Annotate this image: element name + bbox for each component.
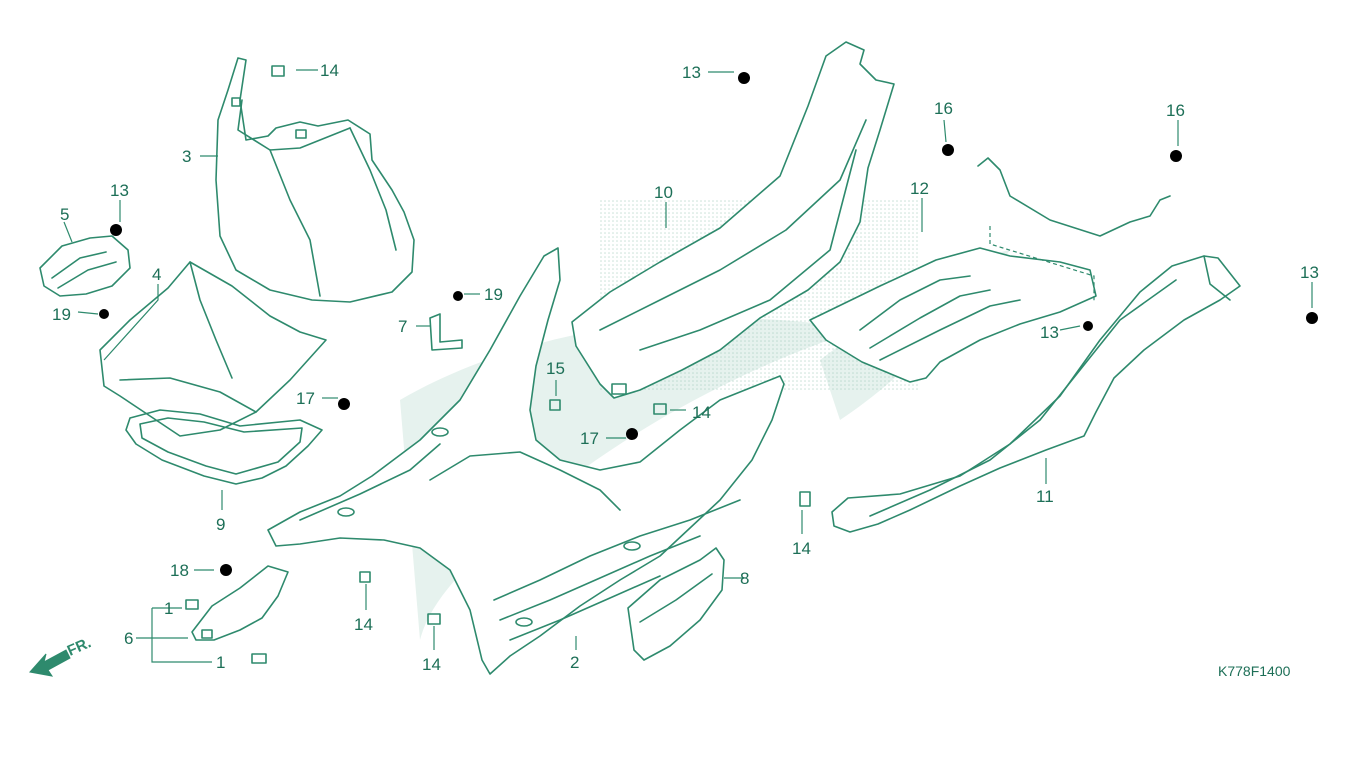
side-body-cover-11: [831, 255, 1241, 533]
small-lid-8: [627, 547, 725, 661]
callout-5: 5: [60, 205, 69, 224]
callout-4: 4: [152, 265, 161, 284]
callout-18: 18: [170, 561, 189, 580]
callout-9: 9: [216, 515, 225, 534]
small-cover: [39, 235, 131, 297]
floor-step-12: [809, 157, 1171, 383]
floor-panel-2: [267, 247, 785, 675]
callout-8: 8: [740, 569, 749, 588]
callout-14: 14: [354, 615, 373, 634]
callout-11: 11: [1036, 487, 1054, 506]
callout-6: 6: [124, 629, 133, 648]
callout-14: 14: [422, 655, 441, 674]
callout-7: 7: [398, 317, 407, 336]
callout-16: 16: [1166, 101, 1185, 120]
callout-1: 1: [216, 653, 225, 672]
side-cover-10: [571, 41, 895, 399]
callout-15: 15: [546, 359, 565, 378]
callout-3: 3: [182, 147, 191, 166]
bracket-6: [185, 565, 289, 664]
callout-19: 19: [484, 285, 503, 304]
fasteners: [99, 72, 1318, 625]
direction-label: FR.: [65, 634, 94, 659]
callout-14: 14: [320, 61, 339, 80]
callout-1: 1: [164, 599, 173, 618]
callout-16: 16: [934, 99, 953, 118]
callout-13: 13: [682, 63, 701, 82]
front-inner-cover: [215, 57, 415, 303]
callout-10: 10: [654, 183, 673, 202]
callout-14: 14: [692, 403, 711, 422]
callout-13: 13: [1300, 263, 1319, 282]
callout-13: 13: [1040, 323, 1059, 342]
callout-17: 17: [296, 389, 315, 408]
rubber-mat: [125, 409, 323, 485]
callout-13: 13: [110, 181, 129, 200]
callout-2: 2: [570, 653, 579, 672]
callout-12: 12: [910, 179, 929, 198]
diagram-code: K778F1400: [1218, 663, 1291, 679]
bracket-7: [429, 313, 463, 351]
inner-cover: [99, 261, 327, 437]
callout-19: 19: [52, 305, 71, 324]
leader-lines: [63, 69, 1313, 663]
callout-14: 14: [792, 539, 811, 558]
callouts: 14 3 13 5 4 19 9 7 19 17 15 17 14 13 10 …: [52, 61, 1319, 674]
front-direction-arrow: FR.: [29, 634, 94, 677]
callout-17: 17: [580, 429, 599, 448]
